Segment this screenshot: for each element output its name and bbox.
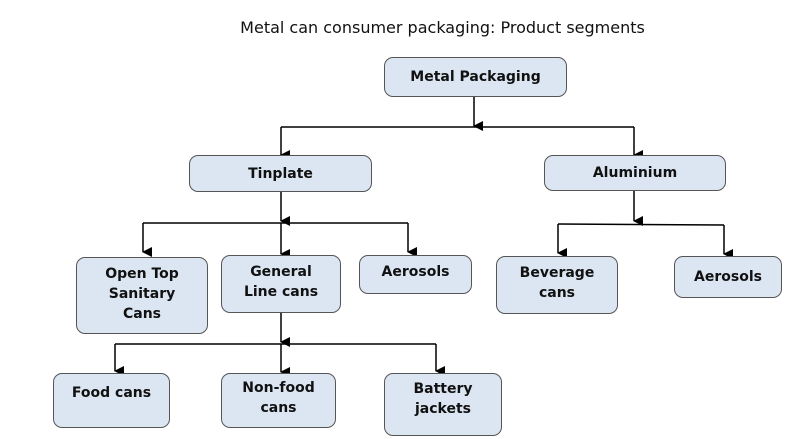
node-battery-jackets: Battery jackets: [384, 373, 502, 436]
node-metal-packaging: Metal Packaging: [384, 57, 567, 97]
node-non-food-cans: Non-food cans: [221, 373, 336, 428]
node-open-top-sanitary-cans: Open Top Sanitary Cans: [76, 257, 208, 334]
node-general-line-cans: General Line cans: [221, 255, 341, 313]
node-food-cans: Food cans: [53, 373, 170, 428]
node-beverage-cans: Beverage cans: [496, 256, 618, 314]
node-aerosols-aluminium: Aerosols: [674, 256, 782, 298]
diagram-title: Metal can consumer packaging: Product se…: [240, 18, 645, 37]
connector-aluminium-bar: [557, 223, 725, 226]
node-aerosols-tinplate: Aerosols: [359, 255, 472, 294]
node-aluminium: Aluminium: [544, 155, 726, 191]
node-tinplate: Tinplate: [189, 155, 372, 192]
